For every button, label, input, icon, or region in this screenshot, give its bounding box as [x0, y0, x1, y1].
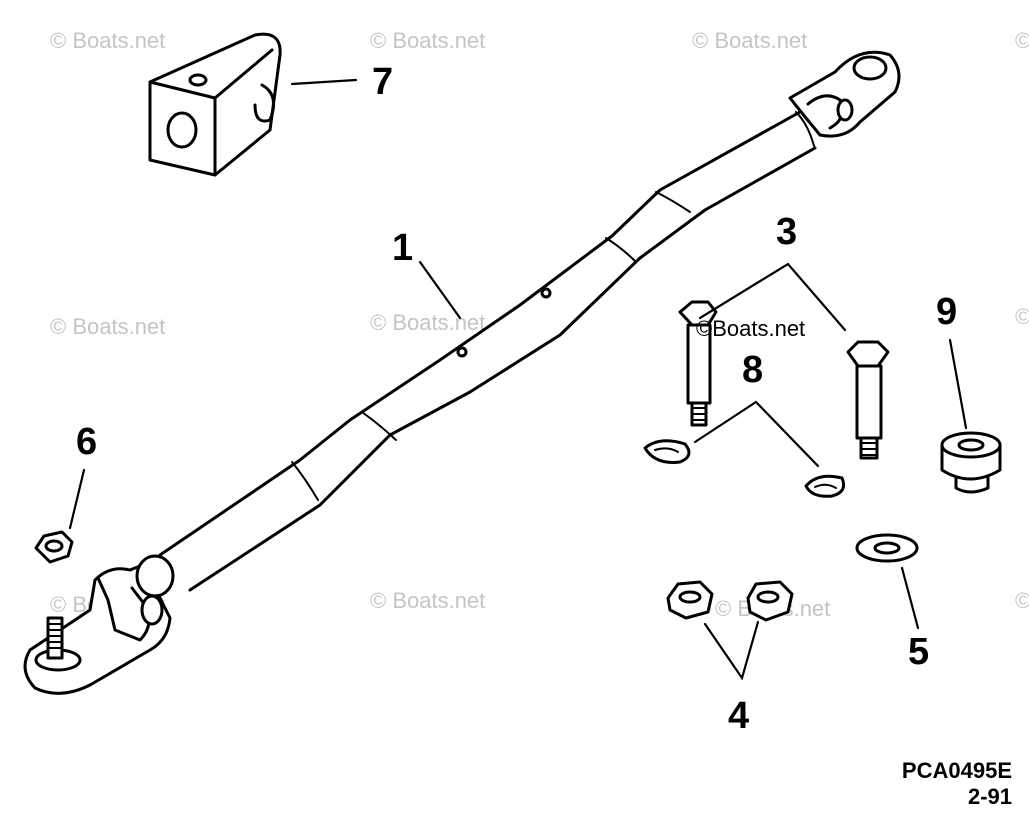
flat-washer-part-5 — [855, 533, 919, 563]
callout-4: 4 — [728, 695, 749, 737]
link-rod-part-1 — [23, 50, 901, 695]
hex-nut-part-4-right — [746, 580, 794, 622]
callout-6: 6 — [76, 421, 97, 463]
watermark: © Boats.net — [1015, 588, 1029, 613]
inline-watermark: ©Boats.net — [696, 316, 805, 341]
bolt-part-3-left — [678, 300, 718, 427]
drawing-code: PCA0495E — [902, 758, 1012, 783]
leader-lines — [68, 78, 968, 681]
callouts: 1 3 4 5 6 7 8 9 — [76, 61, 957, 737]
watermark: © Boats.net — [1015, 304, 1029, 329]
watermark: © Boats.net — [692, 28, 807, 53]
callout-7: 7 — [372, 61, 393, 103]
callout-1: 1 — [392, 227, 413, 269]
bushing-part-9 — [940, 431, 1002, 494]
watermark: © Boats.net — [50, 28, 165, 53]
watermark: © Boats.net — [370, 588, 485, 613]
callout-9: 9 — [936, 291, 957, 333]
watermark: © Boats.net — [370, 28, 485, 53]
callout-5: 5 — [908, 631, 929, 673]
watermark: © Boats.net — [370, 310, 485, 335]
bolt-part-3-right — [846, 340, 890, 460]
nut-part-6 — [34, 530, 74, 564]
clip-washer-part-8 — [643, 439, 846, 498]
hex-nut-part-4-left — [666, 580, 714, 620]
clevis-block-part-7 — [148, 32, 282, 177]
callout-8: 8 — [742, 349, 763, 391]
drawing-date: 2-91 — [968, 784, 1012, 809]
callout-3: 3 — [776, 211, 797, 253]
watermark: © Boats.net — [50, 314, 165, 339]
watermark: © Boats.net — [1015, 28, 1029, 53]
